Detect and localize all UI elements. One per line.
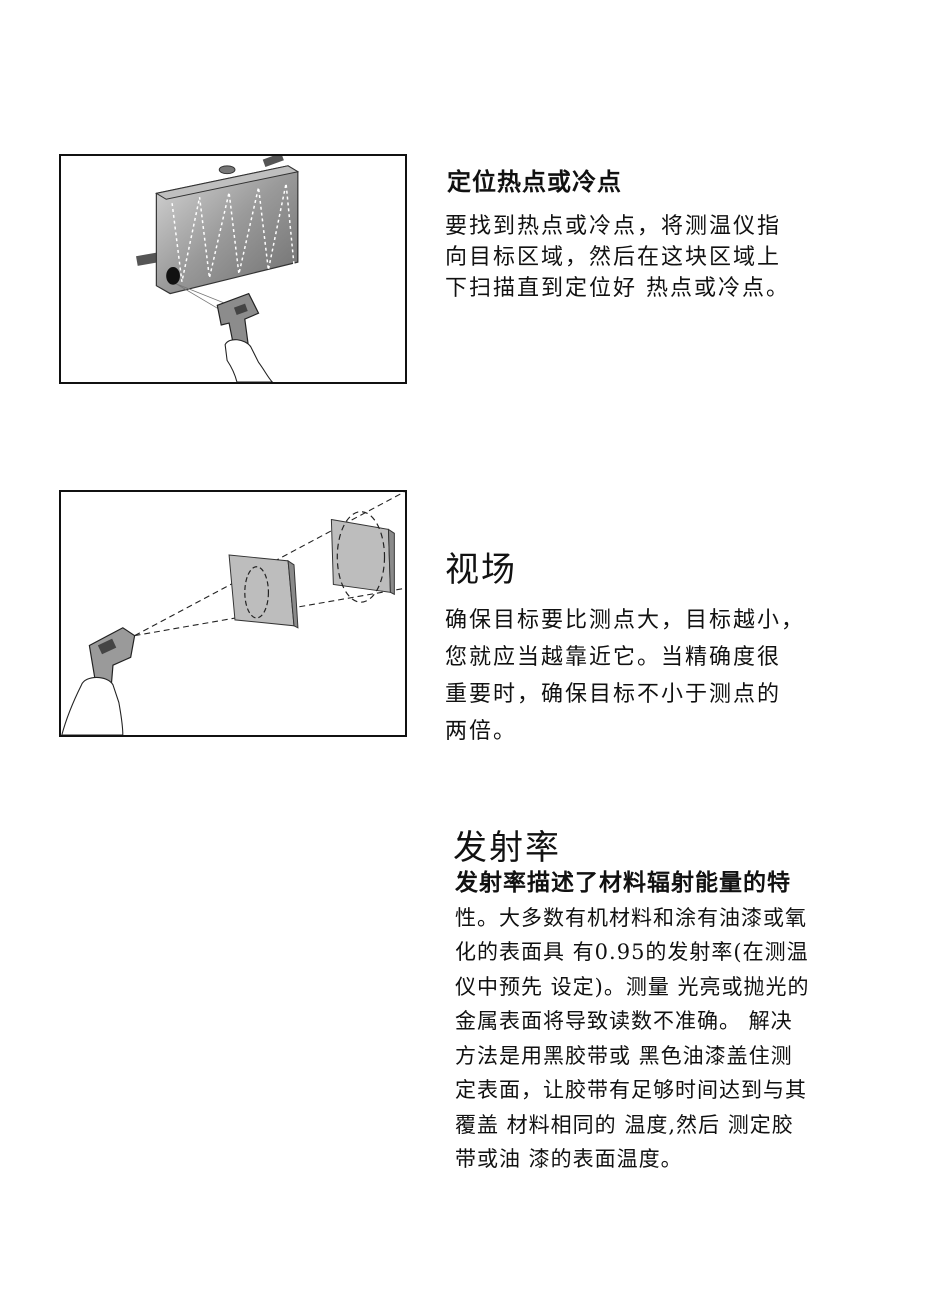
hand-icon	[225, 340, 272, 382]
radiator-scan-drawing	[61, 156, 405, 382]
hot-cold-section-body: 要找到热点或冷点，将测温仪指 向目标区域，然后在这块区域上 下扫描直到定位好 热…	[445, 211, 790, 304]
paragraph-line: 您就应当越靠近它。当精确度很	[445, 639, 805, 676]
paragraph-line: 向目标区域，然后在这块区域上	[445, 242, 790, 273]
pipe-top-icon	[263, 156, 284, 167]
field-of-view-section-title: 视场	[445, 542, 517, 591]
field-of-view-drawing	[61, 492, 405, 735]
paragraph-line: 重要时，确保目标不小于测点的	[445, 676, 805, 713]
paragraph-line: 性。大多数有机材料和涂有油漆或氧	[455, 901, 810, 936]
hot-cold-section-title: 定位热点或冷点	[447, 162, 622, 197]
far-target-icon	[331, 520, 390, 593]
emissivity-section-title: 发射率	[453, 820, 561, 869]
paragraph-line: 要找到热点或冷点，将测温仪指	[445, 211, 790, 242]
field-of-view-section-body: 确保目标要比测点大，目标越小， 您就应当越靠近它。当精确度很 重要时，确保目标不…	[445, 602, 805, 750]
emissivity-section-body: 发射率描述了材料辐射能量的特 性。大多数有机材料和涂有油漆或氧 化的表面具 有0…	[455, 866, 810, 1177]
paragraph-line: 发射率描述了材料辐射能量的特	[455, 866, 810, 901]
paragraph-line: 定表面，让胶带有足够时间达到与其	[455, 1073, 810, 1108]
hot-spot-icon	[166, 267, 180, 285]
paragraph-line: 仪中预先 设定)。测量 光亮或抛光的	[455, 970, 810, 1005]
paragraph-line: 金属表面将导致读数不准确。 解决	[455, 1004, 810, 1039]
paragraph-line: 带或油 漆的表面温度。	[455, 1142, 810, 1177]
paragraph-line: 确保目标要比测点大，目标越小，	[445, 602, 805, 639]
paragraph-line: 两倍。	[445, 713, 805, 750]
paragraph-line: 化的表面具 有0.95的发射率(在测温	[455, 935, 810, 970]
paragraph-line: 下扫描直到定位好 热点或冷点。	[445, 273, 790, 304]
hot-cold-scan-illustration	[59, 154, 407, 384]
field-of-view-illustration	[59, 490, 407, 737]
pipe-left-icon	[136, 252, 159, 265]
hand-icon	[62, 677, 123, 735]
paragraph-line: 方法是用黑胶带或 黑色油漆盖住测	[455, 1039, 810, 1074]
paragraph-line: 覆盖 材料相同的 温度,然后 测定胶	[455, 1108, 810, 1143]
